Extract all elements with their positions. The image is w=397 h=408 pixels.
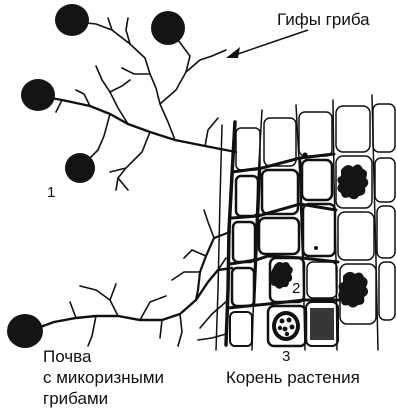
hypha-branch <box>186 50 226 72</box>
spore <box>55 4 89 36</box>
lower-hyphae <box>32 210 232 346</box>
hypha-branch <box>70 302 76 318</box>
hypha-branch <box>122 68 150 74</box>
root-cell <box>302 160 332 200</box>
hypha-branch <box>118 178 128 190</box>
hypha-branch <box>110 80 130 92</box>
hypha-branch <box>205 118 218 146</box>
soil-label-line1: Почва <box>43 347 92 366</box>
hypha-branch <box>140 296 166 320</box>
root-cell <box>259 218 299 254</box>
hypha-branch <box>184 250 206 258</box>
arbuscule <box>337 164 368 199</box>
hypha-branch <box>198 334 226 340</box>
hyphae-label: Гифы гриба <box>277 10 370 29</box>
root-cell <box>338 212 374 260</box>
root-label: Корень растения <box>226 368 360 387</box>
hypha-branch <box>110 284 116 300</box>
arbuscule <box>310 308 334 340</box>
arbuscule <box>269 262 293 289</box>
root-cell <box>236 128 260 170</box>
spores <box>7 4 185 348</box>
hypha-branch <box>172 272 200 280</box>
arbuscule <box>338 272 368 308</box>
root-cell <box>379 262 395 320</box>
spore <box>65 153 95 183</box>
root-tissue <box>216 95 395 350</box>
hypha-branch <box>200 300 228 328</box>
number-1-label: 1 <box>47 184 55 201</box>
hypha-branch <box>204 210 214 238</box>
hypha-branch <box>56 100 62 112</box>
spore <box>7 314 43 348</box>
root-cell <box>307 262 337 298</box>
spore <box>21 79 55 111</box>
spore <box>151 11 185 45</box>
main-hypha <box>40 96 236 152</box>
hypha-branch <box>178 314 182 346</box>
root-cell <box>232 268 254 306</box>
root-cell <box>303 204 335 256</box>
hypha-branch <box>126 18 130 44</box>
vesicle <box>272 311 300 341</box>
hypha-branch <box>196 232 230 300</box>
root-cell <box>230 312 252 346</box>
main-hypha <box>32 268 232 330</box>
root-cell <box>336 106 370 152</box>
hypha-branch <box>160 320 162 338</box>
intercellular-hypha <box>232 204 336 218</box>
root-cell <box>375 158 395 202</box>
hypha-branch <box>80 286 118 316</box>
root-cell <box>299 112 332 156</box>
soil-label-line3: грибами <box>43 389 108 408</box>
arrow-icon <box>226 30 308 58</box>
root-cell <box>373 104 395 152</box>
number-3-label: 3 <box>282 348 290 365</box>
number-2-label: 2 <box>292 280 300 297</box>
root-cell <box>236 176 258 216</box>
soil-label-line2: с микоризными <box>43 368 164 387</box>
hypha-branch <box>88 316 96 346</box>
root-cell <box>233 222 255 262</box>
root-cell <box>377 206 395 258</box>
